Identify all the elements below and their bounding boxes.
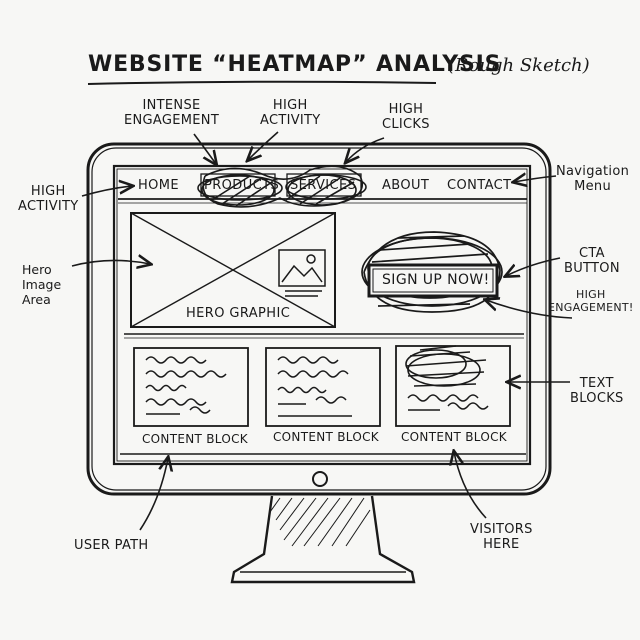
annotation-high-activity-left: HIGH ACTIVITY	[18, 184, 79, 214]
hero-box	[130, 212, 336, 328]
nav-item-about: ABOUT	[382, 178, 430, 193]
title-underline	[87, 80, 437, 85]
annotation-arrows	[71, 131, 573, 531]
annotation-user-path: USER PATH	[74, 538, 149, 553]
content-heat-scribble	[405, 345, 487, 387]
annotation-intense-engagement: INTENSE ENGAGEMENT	[124, 98, 220, 128]
nav-heat-scribble	[197, 165, 367, 208]
power-button	[312, 471, 328, 487]
content-block-label-1: CONTENT BLOCK	[142, 432, 248, 446]
nav-item-services: SERVICES	[290, 178, 357, 193]
nav-item-contact: CONTACT	[447, 178, 512, 193]
page-title: WEBSITE “HEATMAP” ANALYSIS	[88, 52, 502, 77]
monitor-bezel	[86, 142, 552, 496]
annotation-high-engagement: HIGH ENGAGEMENT!	[548, 288, 634, 314]
annotation-cta-button: CTA BUTTON	[564, 246, 620, 276]
annotation-high-activity-top: HIGH ACTIVITY	[260, 98, 321, 128]
nav-item-home: HOME	[138, 178, 180, 193]
content-block-label-3: CONTENT BLOCK	[401, 430, 507, 444]
page-subtitle: (Rough Sketch)	[448, 55, 590, 76]
annotation-text-blocks: TEXT BLOCKS	[570, 376, 624, 406]
nav-item-products: PRODUCTS	[204, 178, 280, 193]
hero-label: HERO GRAPHIC	[186, 306, 291, 321]
content-scribbles	[145, 356, 489, 417]
content-block-label-2: CONTENT BLOCK	[273, 430, 379, 444]
image-icon	[278, 249, 326, 297]
annotation-high-clicks: HIGH CLICKS	[382, 102, 430, 132]
monitor-stand	[230, 495, 416, 584]
annotation-hero-image-area: Hero Image Area	[22, 262, 62, 307]
cta-label: SIGN UP NOW!	[382, 272, 490, 288]
monitor-screen	[112, 164, 532, 466]
annotation-visitors-here: VISITORS HERE	[470, 522, 533, 552]
annotation-navigation-menu: Navigation Menu	[556, 164, 630, 194]
cta-button-box	[367, 263, 499, 298]
